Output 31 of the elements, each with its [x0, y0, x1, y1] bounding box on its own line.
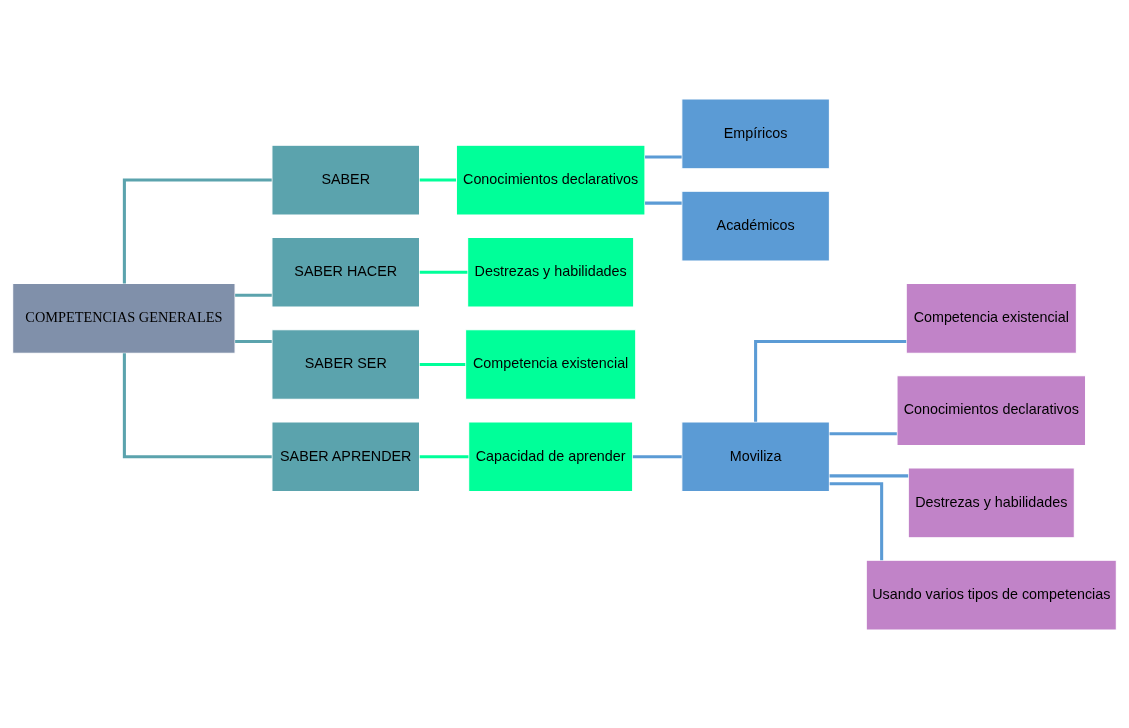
connector	[419, 362, 466, 366]
node-box: SABER APRENDER	[271, 420, 420, 492]
connector	[235, 339, 272, 343]
connector	[829, 473, 909, 477]
connector	[754, 339, 907, 422]
connector	[419, 454, 469, 458]
connector	[122, 178, 272, 283]
node-box: Académicos	[681, 190, 830, 261]
node-box: Empíricos	[681, 98, 830, 169]
node-box: Conocimientos declarativos	[896, 374, 1087, 446]
node-box: Capacidad de aprender	[468, 420, 634, 492]
connector	[829, 481, 884, 560]
connector	[632, 454, 682, 458]
node-box: Competencia existencial	[905, 282, 1077, 354]
connector	[419, 178, 457, 182]
node-box: SABER HACER	[271, 236, 420, 308]
connector	[419, 270, 468, 274]
node-box: Destrezas y habilidades	[907, 467, 1075, 538]
node-box: SABER SER	[271, 328, 420, 400]
node-box: COMPETENCIAS GENERALES	[12, 282, 236, 354]
connector	[122, 352, 272, 458]
connector	[645, 154, 682, 159]
node-box: Moviliza	[681, 420, 830, 492]
node-box: SABER	[271, 144, 420, 215]
node-box: Conocimientos declarativos	[455, 144, 646, 215]
node-box: Competencia existencial	[465, 328, 637, 400]
connector	[829, 431, 897, 435]
node-box: Usando varios tipos de competencias	[865, 559, 1117, 630]
node-box: Destrezas y habilidades	[467, 236, 635, 308]
connector	[645, 201, 682, 205]
connector	[235, 293, 272, 297]
